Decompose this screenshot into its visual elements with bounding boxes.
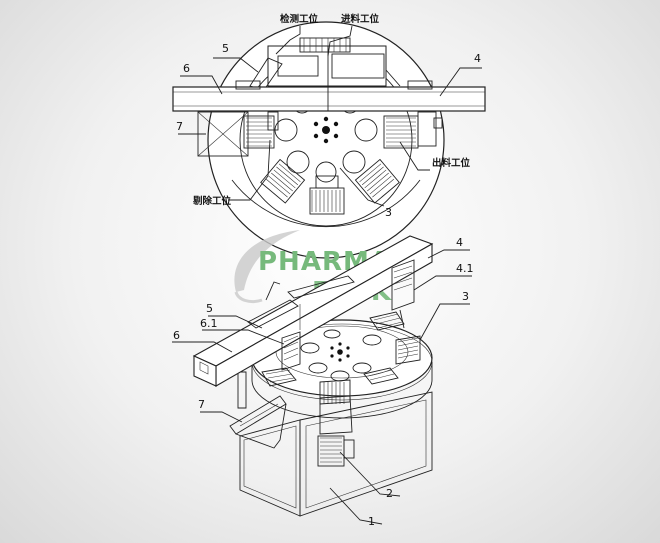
iso-label-4-1: 4.1 (456, 262, 474, 275)
iso-label-7: 7 (198, 398, 205, 411)
top-center-hub (313, 116, 339, 144)
leader-3-top (339, 167, 385, 207)
leader-6-top (180, 75, 223, 95)
iso-view: 4 4.1 3 5 6.1 6 7 2 1 (172, 235, 474, 528)
leader-4-iso (427, 249, 470, 259)
top-view: 检测工位 进料工位 出料工位 剔除工位 5 6 4 7 3 (172, 13, 486, 259)
iso-cabinet (239, 391, 433, 517)
leader-7-iso (200, 411, 243, 423)
leader-4-top (439, 67, 482, 97)
leader-1-iso (329, 487, 383, 525)
leader-reject (228, 139, 271, 201)
top-label-6: 6 (183, 62, 190, 75)
top-lower-right-magazine (354, 158, 400, 204)
iso-label-6-1: 6.1 (200, 317, 218, 330)
iso-label-1: 1 (368, 515, 375, 528)
watermark-swoosh (234, 230, 300, 292)
top-gantry-beam (172, 80, 486, 112)
top-label-7: 7 (176, 120, 183, 133)
top-label-3: 3 (385, 206, 392, 219)
iso-left-leg (237, 371, 247, 409)
leader-feed (327, 25, 353, 57)
top-left-magazine (243, 111, 279, 149)
station-output-label: 出料工位 (432, 157, 471, 169)
iso-camera-module (391, 259, 415, 329)
leader-5-iso (208, 315, 263, 329)
iso-label-4: 4 (456, 236, 463, 249)
leader-41-iso (413, 275, 472, 291)
iso-magazine-left (261, 367, 297, 387)
station-feed-label: 进料工位 (341, 13, 380, 25)
iso-magazine-back (369, 311, 405, 331)
leader-3-iso (419, 303, 470, 341)
iso-magazine-front (319, 379, 351, 405)
leader-inspect (275, 26, 301, 55)
leader-5-top (213, 57, 259, 73)
iso-top-crossbar (287, 275, 355, 299)
iso-magazine-front-right (363, 367, 399, 385)
leader-6-iso (172, 341, 233, 353)
iso-hub (330, 342, 350, 362)
top-bottom-magazine (309, 175, 345, 215)
top-label-4: 4 (474, 52, 481, 65)
top-inspection-unit (249, 37, 401, 91)
top-label-5: 5 (222, 42, 229, 55)
iso-disc-holes (300, 329, 382, 382)
top-lower-left-magazine (260, 158, 306, 204)
iso-label-6: 6 (173, 329, 180, 342)
station-reject-label: 剔除工位 (192, 195, 232, 207)
iso-reject-chute (229, 395, 287, 449)
top-right-magazine (383, 111, 443, 149)
iso-label-5: 5 (206, 302, 213, 315)
iso-magazine-right (395, 335, 421, 365)
iso-motor (317, 435, 355, 467)
station-inspect-label: 检测工位 (280, 13, 319, 25)
iso-label-2: 2 (386, 487, 393, 500)
leader-output (399, 141, 430, 171)
iso-label-3: 3 (462, 290, 469, 303)
iso-inspection-station (247, 281, 301, 371)
leader-2-iso (339, 451, 401, 497)
leader-61-iso (202, 329, 285, 345)
iso-gantry-beam (192, 235, 434, 387)
top-outer-ring (231, 179, 421, 228)
